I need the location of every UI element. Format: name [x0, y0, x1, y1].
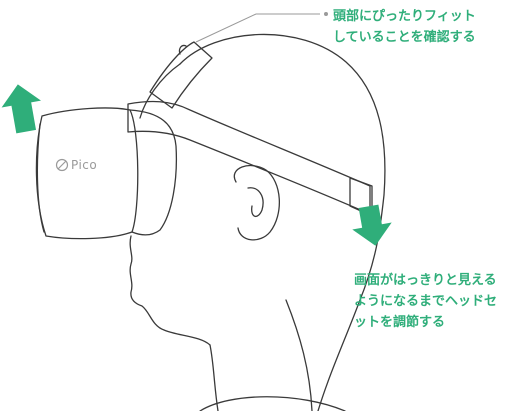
- fit-instruction-line-2: していることを確認する: [333, 30, 476, 45]
- visor-gasket: [36, 123, 45, 233]
- top-strap: [149, 41, 213, 109]
- collar: [199, 396, 346, 412]
- visor-side: [129, 109, 178, 236]
- head-outline: [179, 33, 386, 412]
- pico-logo-icon: [55, 158, 69, 172]
- face-profile: [129, 63, 211, 346]
- adjust-instruction-line-1: 画面がはっきりと見える: [354, 273, 497, 288]
- top-caption-leader: [195, 12, 328, 43]
- arrow-down-icon: [352, 204, 392, 246]
- adjust-instruction-line-2: ようになるまでヘッドセ: [354, 294, 498, 309]
- fit-instruction-caption: 頭部にぴったりフィット していることを確認する: [333, 6, 476, 48]
- adjust-instruction-line-3: ットを調節する: [354, 315, 446, 330]
- arrow-up-icon: [1, 84, 42, 134]
- pico-logo: Pico: [55, 158, 97, 172]
- adjust-instruction-caption: 画面がはっきりと見える ようになるまでヘッドセ ットを調節する: [354, 270, 497, 333]
- back-neck: [285, 299, 313, 412]
- ear: [233, 165, 281, 241]
- side-strap: [127, 100, 371, 215]
- neck-outline: [209, 344, 219, 412]
- fit-instruction-line-1: 頭部にぴったりフィット: [333, 9, 476, 24]
- pico-logo-text: Pico: [71, 158, 97, 172]
- visor-front: [35, 107, 139, 240]
- top-strap-inner: [178, 44, 187, 55]
